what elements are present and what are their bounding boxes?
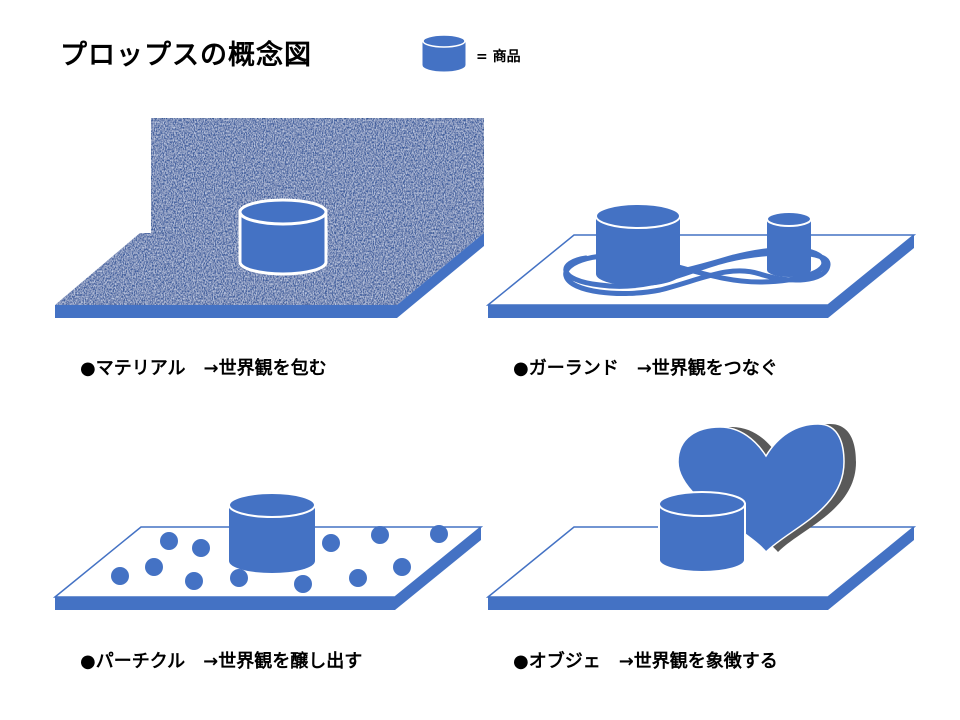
stage-front [488,305,828,318]
stage-front [488,597,828,610]
garland-string [563,246,831,297]
fabric-backdrop [150,117,485,234]
product-cylinder-small [766,211,812,277]
stage-side [828,527,914,610]
stage-side [397,233,484,318]
product-cylinder [658,491,746,573]
material-panel [55,117,485,318]
garland-panel [485,203,917,318]
stage-front [55,597,395,610]
caption-particle: ●パーチクル →世界観を醸し出す [80,651,363,672]
diagram-title: プロップスの概念図 [60,40,312,71]
product-cylinder [238,198,328,276]
caption-object: ●オブジェ →世界観を象徴する [513,651,778,672]
object-panel [485,423,917,610]
particle-dots [111,525,448,593]
caption-material: ●マテリアル →世界観を包む [80,358,327,379]
heart-icon [677,423,845,554]
stage-front [55,305,397,318]
product-cylinder [595,203,681,286]
particle-panel [52,492,484,610]
stage-side [828,235,914,318]
cylinder-icon [422,34,466,72]
caption-garland: ●ガーランド →世界観をつなぐ [513,358,778,379]
product-cylinder [228,492,316,573]
legend-label: = 商品 [476,49,521,65]
stage-side [395,527,481,610]
